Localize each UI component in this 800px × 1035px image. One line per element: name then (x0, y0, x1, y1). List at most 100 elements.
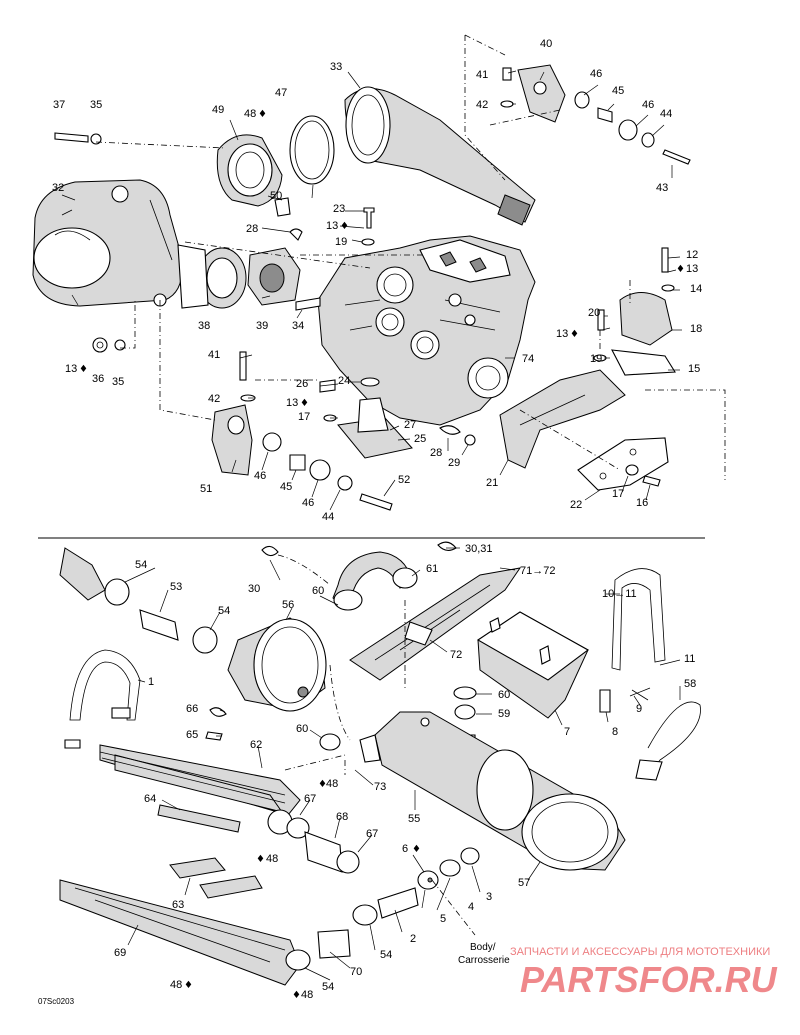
callout-72: 72 (450, 649, 462, 661)
callout-45: 45 (612, 85, 624, 97)
callout-12: 12 (686, 249, 698, 261)
right-engine-mount (593, 247, 676, 376)
diagram-code: 07Sc0203 (38, 997, 75, 1006)
callout-65: 65 (186, 729, 198, 741)
strap-1 (64, 649, 141, 749)
small-fasteners (289, 207, 476, 446)
callout-66: 66 (186, 703, 198, 715)
callout-57: 57 (518, 877, 530, 889)
callout-44: 44 (322, 511, 334, 523)
callout-4: 4 (468, 901, 474, 913)
drop-icon: ♦ (570, 329, 579, 340)
drop-icon: ♦ (676, 264, 685, 275)
callout-54: 54 (322, 981, 334, 993)
callout-21: 21 (486, 477, 498, 489)
heat-shield (499, 369, 626, 469)
callout-13: 13 (286, 397, 298, 409)
callout-43: 43 (656, 182, 668, 194)
callout-61: 61 (426, 563, 438, 575)
callout-1: 1 (148, 676, 154, 688)
callout-54: 54 (380, 949, 392, 961)
callout-50: 50 (270, 190, 282, 202)
callout-10-11: 10→11 (602, 588, 637, 600)
callout-9: 9 (636, 703, 642, 715)
callout-20: 20 (588, 307, 600, 319)
callout-52: 52 (398, 474, 410, 486)
watermark: ЗАПЧАСТИ И АКСЕССУАРЫ ДЛЯ МОТОТЕХНИКИ PA… (510, 946, 778, 1000)
callout-60: 60 (296, 723, 308, 735)
callout-67: 67 (366, 828, 378, 840)
callout-26: 26 (296, 378, 308, 390)
callout-23: 23 (333, 203, 345, 215)
callout-54: 54 (218, 605, 230, 617)
drop-icon: ♦ (184, 980, 193, 991)
callout-48: 48 (266, 853, 278, 865)
callout-48: 48 (244, 108, 256, 120)
exhaust-tailpipe (59, 847, 480, 986)
callout-17: 17 (612, 488, 624, 500)
callout-labels: 40 41 42 46 45 46 44 43 33 37 35 49 47 4… (52, 38, 702, 1001)
callout-28: 28 (246, 223, 258, 235)
callout-33: 33 (330, 61, 342, 73)
callout-64: 64 (144, 793, 156, 805)
callout-29: 29 (448, 457, 460, 469)
exhaust-outlet-pipe (349, 567, 522, 681)
cooling-pipes (99, 744, 360, 899)
callout-18: 18 (690, 323, 702, 335)
callout-24: 24 (338, 375, 350, 387)
rear-engine-mount (211, 351, 393, 511)
callout-46: 46 (254, 470, 266, 482)
callout-54: 54 (135, 559, 147, 571)
callout-45: 45 (280, 481, 292, 493)
callout-35: 35 (112, 376, 124, 388)
callout-62: 62 (250, 739, 262, 751)
drop-icon: ♦ (300, 398, 309, 409)
callout-55: 55 (408, 813, 420, 825)
callout-36: 36 (92, 373, 104, 385)
callout-42: 42 (476, 99, 488, 111)
callout-53: 53 (170, 581, 182, 593)
callout-69: 69 (114, 947, 126, 959)
callout-27: 27 (404, 419, 416, 431)
callout-19: 19 (335, 236, 347, 248)
callout-44: 44 (660, 108, 672, 120)
callout-6: 6 (402, 843, 408, 855)
callout-5: 5 (440, 913, 446, 925)
callout-30-31: 30,31 (465, 543, 493, 555)
front-engine-mount (500, 64, 691, 165)
callout-41: 41 (208, 349, 220, 361)
callout-63: 63 (172, 899, 184, 911)
body-label: Body/ (470, 942, 496, 953)
callout-8: 8 (612, 726, 618, 738)
callout-11: 11 (684, 653, 695, 665)
watermark-tagline: ЗАПЧАСТИ И АКСЕССУАРЫ ДЛЯ МОТОТЕХНИКИ (510, 946, 770, 958)
callout-46: 46 (302, 497, 314, 509)
callout-46: 46 (590, 68, 602, 80)
leader-lines (61, 70, 682, 981)
throttle-adaptor (247, 247, 301, 306)
intake-sleeve (216, 115, 335, 217)
reference-lines-lower (277, 554, 476, 936)
callout-38: 38 (198, 320, 210, 332)
resonator-muffler (359, 711, 626, 871)
callout-22: 22 (570, 499, 582, 511)
callout-35: 35 (90, 99, 102, 111)
callout-37: 37 (53, 99, 65, 111)
callout-19: 19 (590, 353, 602, 365)
muffler-56 (227, 617, 327, 712)
callout-13: 13 (686, 263, 698, 275)
callout-2: 2 (410, 933, 416, 945)
drop-icon: ♦ (292, 990, 301, 1001)
callout-56: 56 (282, 599, 294, 611)
callout-41: 41 (476, 69, 488, 81)
callout-16: 16 (636, 497, 648, 509)
callout-48: 48 (170, 979, 182, 991)
throttle-body (177, 244, 247, 309)
callout-51: 51 (200, 483, 212, 495)
callout-71-72: 71→72 (520, 565, 555, 577)
mounting-straps (599, 568, 701, 781)
drop-icon: ♦ (412, 844, 421, 855)
drop-icon: ♦ (258, 109, 267, 120)
reference-lines-upper (95, 34, 726, 480)
callout-49: 49 (212, 104, 224, 116)
